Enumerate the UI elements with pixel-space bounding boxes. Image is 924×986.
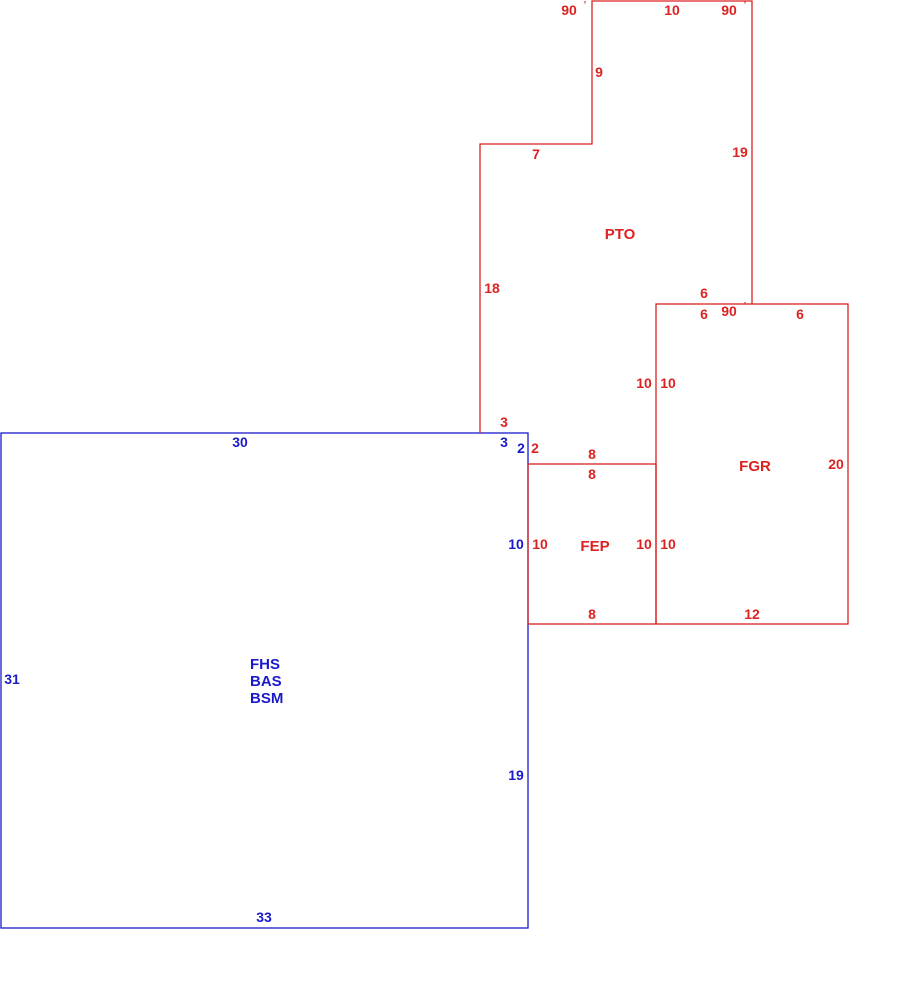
main-dim-right-lower: 19 bbox=[508, 767, 524, 783]
main-dim-notch-side: 2 bbox=[517, 440, 525, 456]
garage-dim-top-left: 6 bbox=[700, 306, 708, 322]
patio-angle-top-right-degree: ° bbox=[743, 0, 746, 9]
patio-dim-right: 19 bbox=[732, 144, 748, 160]
patio-dim-inner: 10 bbox=[636, 375, 652, 391]
patio-outline bbox=[479, 0, 753, 433]
main-area-code-1: FHS bbox=[250, 656, 280, 673]
patio-dim-left: 18 bbox=[484, 280, 500, 296]
main-dim-top: 30 bbox=[232, 434, 248, 450]
main-dim-right-upper: 10 bbox=[508, 536, 524, 552]
garage-area: 6 90 ° 6 10 FGR 20 10 12 bbox=[655, 301, 849, 625]
main-area-code-2: BAS bbox=[250, 673, 282, 690]
garage-dim-top-right: 6 bbox=[796, 306, 804, 322]
main-dim-bottom: 33 bbox=[256, 909, 272, 925]
porch-dim-top: 8 bbox=[588, 466, 596, 482]
patio-area-code: PTO bbox=[605, 226, 636, 243]
porch-area-code: FEP bbox=[580, 538, 609, 555]
patio-dim-right-step: 6 bbox=[700, 285, 708, 301]
garage-area-code: FGR bbox=[739, 458, 771, 475]
patio-angle-top-left: 90 bbox=[561, 2, 577, 18]
garage-angle-corner-degree: ° bbox=[743, 301, 746, 310]
garage-outline bbox=[655, 303, 849, 625]
patio-dim-bottom-left: 3 bbox=[500, 414, 508, 430]
main-area-code-3: BSM bbox=[250, 690, 283, 707]
patio-dim-left-notch: 2 bbox=[531, 440, 539, 456]
patio-angle-top-right: 90 bbox=[721, 2, 737, 18]
garage-dim-left-upper: 10 bbox=[660, 375, 676, 391]
garage-dim-bottom: 12 bbox=[744, 606, 760, 622]
porch-dim-left: 10 bbox=[532, 536, 548, 552]
patio-area: 90 ° 10 90 ° 9 7 19 PTO 18 6 10 3 2 8 bbox=[479, 0, 753, 462]
main-dim-top-notch: 3 bbox=[500, 434, 508, 450]
garage-angle-corner: 90 bbox=[721, 303, 737, 319]
porch-dim-bottom: 8 bbox=[588, 606, 596, 622]
patio-dim-step: 7 bbox=[532, 146, 540, 162]
patio-dim-bottom: 8 bbox=[588, 446, 596, 462]
garage-dim-left-lower: 10 bbox=[660, 536, 676, 552]
main-structure: 30 3 2 10 19 33 31 FHS BAS BSM bbox=[0, 432, 529, 929]
garage-dim-right: 20 bbox=[828, 456, 844, 472]
porch-dim-right: 10 bbox=[636, 536, 652, 552]
patio-angle-top-left-degree: ° bbox=[583, 0, 586, 9]
patio-dim-top: 10 bbox=[664, 2, 680, 18]
patio-dim-upper-side: 9 bbox=[595, 64, 603, 80]
main-outline bbox=[0, 432, 529, 929]
porch-area: 8 10 FEP 10 8 bbox=[527, 463, 657, 625]
main-dim-left: 31 bbox=[4, 671, 20, 687]
